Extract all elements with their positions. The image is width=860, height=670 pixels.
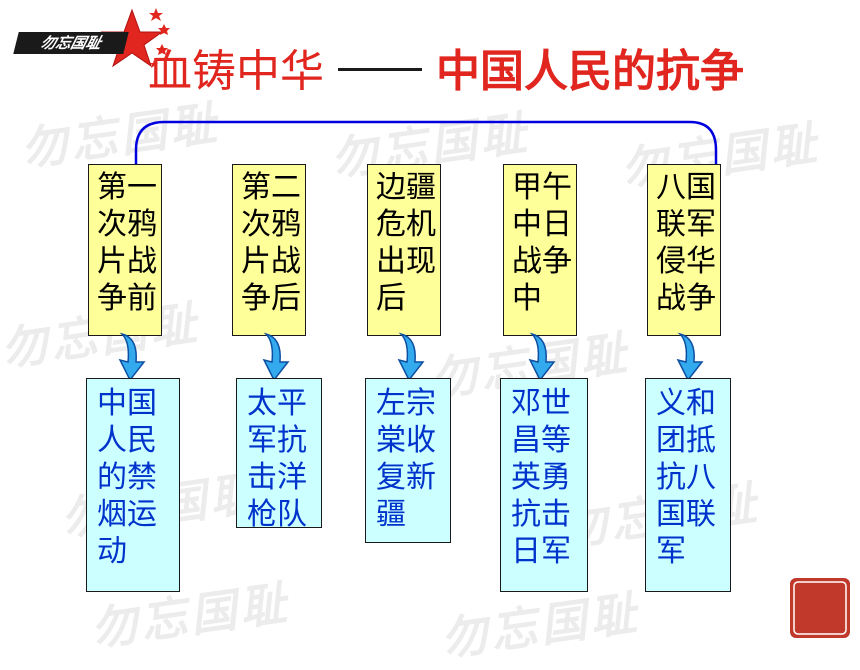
- period-box: 八国联军侵华战争: [647, 164, 721, 336]
- period-box: 甲午中日战争中: [503, 164, 577, 336]
- struggle-box: 义和团抵抗八国联军: [645, 378, 731, 592]
- struggle-box: 左宗棠收复新疆: [365, 378, 451, 543]
- title-part2: 中国人民的抗争: [436, 46, 744, 97]
- down-arrow-icon: [118, 332, 146, 382]
- down-arrow-icon: [528, 332, 556, 382]
- struggle-box: 中国人民的禁烟运动: [86, 378, 180, 592]
- down-arrow-icon: [676, 332, 704, 382]
- title-part1: 血铸中华: [148, 46, 324, 97]
- period-box: 边疆危机出现后: [367, 164, 441, 336]
- struggle-box: 邓世昌等英勇抗击日军: [500, 378, 588, 592]
- struggle-box: 太平军抗击洋枪队: [236, 378, 322, 532]
- down-arrow-icon: [397, 332, 425, 382]
- logo-text: 勿忘国耻: [13, 32, 129, 54]
- logo-banner: 勿忘国耻: [4, 4, 174, 74]
- seal-icon: [790, 578, 850, 638]
- seal-logo: [788, 576, 852, 640]
- period-box: 第二次鸦片战争后: [232, 164, 306, 336]
- title-dash: [338, 68, 422, 71]
- period-box: 第一次鸦片战争前: [88, 164, 162, 336]
- page-title: 血铸中华 中国人民的抗争: [148, 42, 828, 102]
- down-arrow-icon: [262, 332, 290, 382]
